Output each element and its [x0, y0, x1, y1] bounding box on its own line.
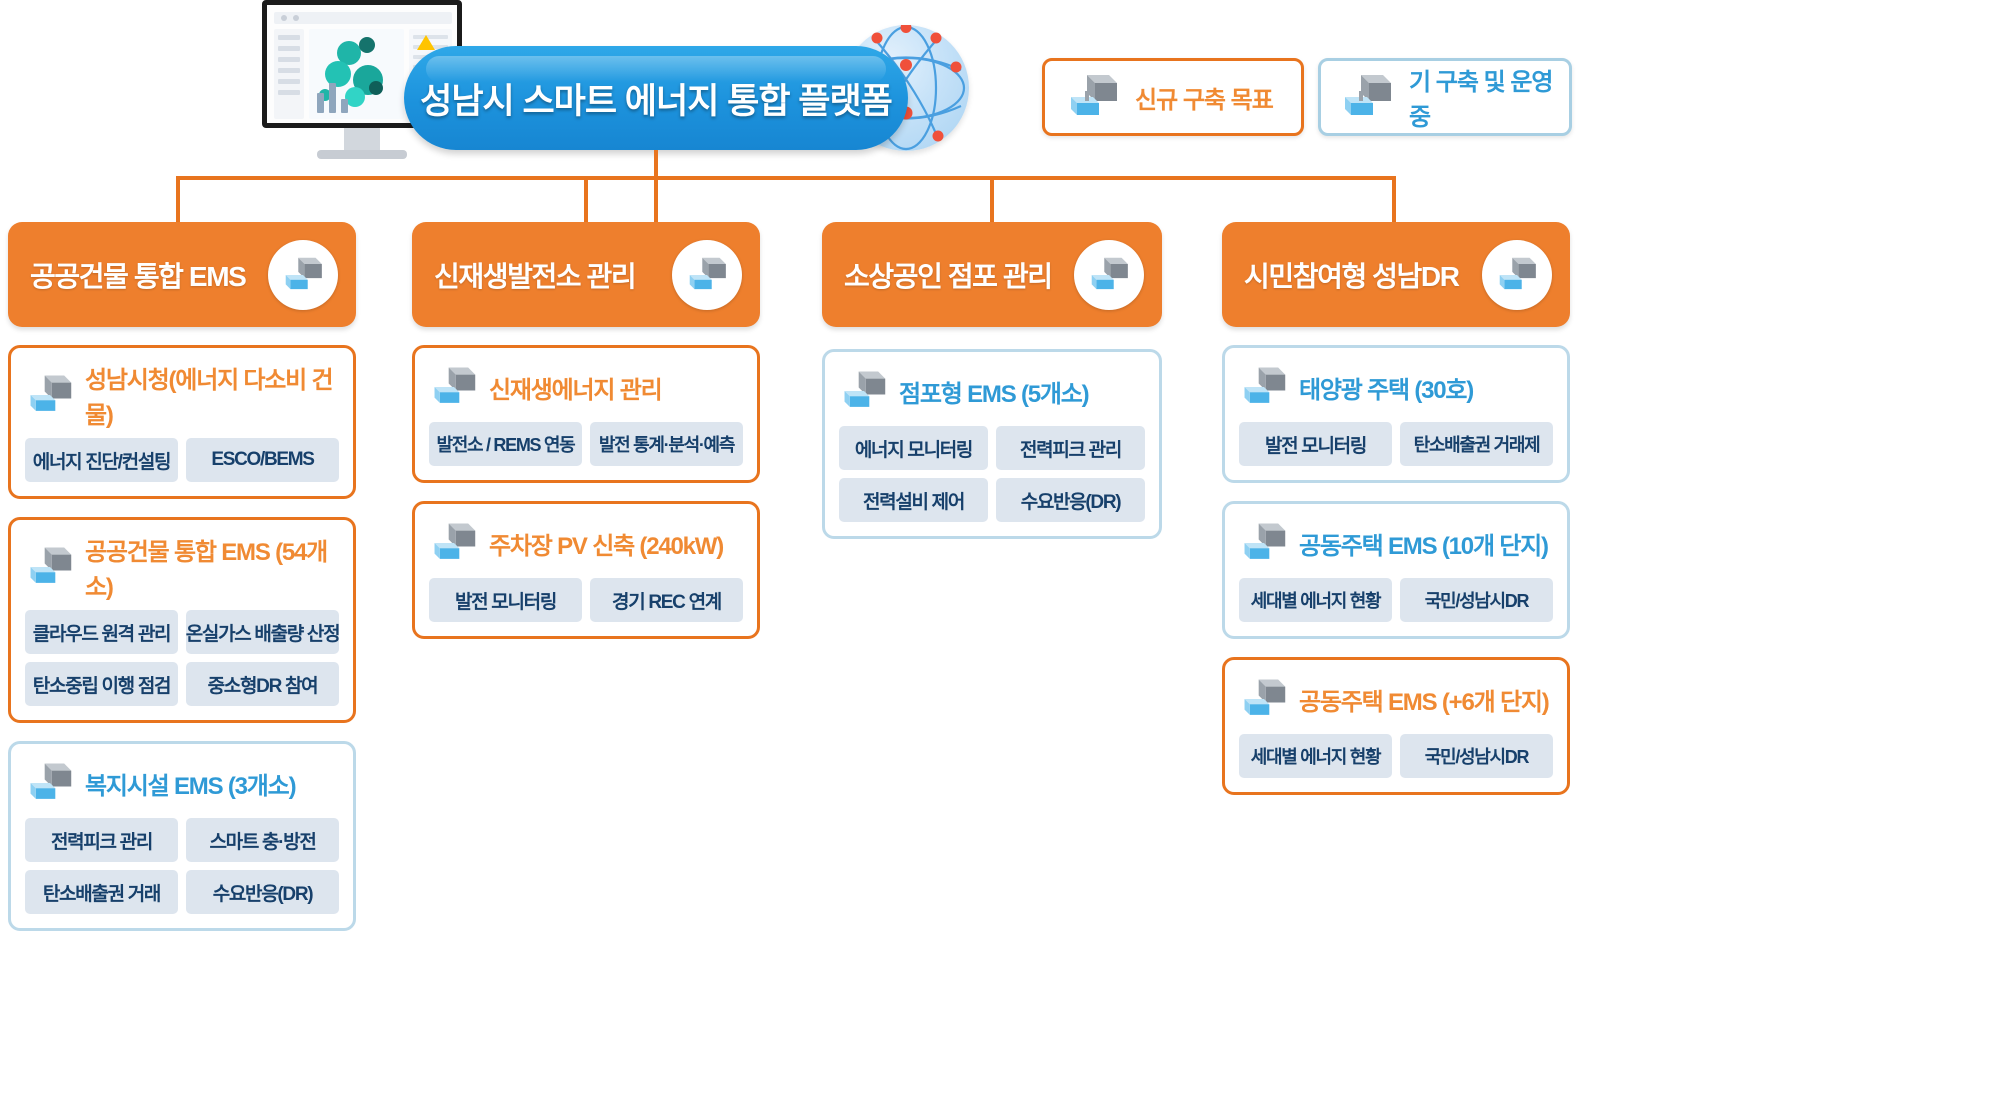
card-tag[interactable]: 탄소중립 이행 점검 [25, 662, 178, 706]
card-city-hall[interactable]: 성남시청(에너지 다소비 건물) 에너지 진단/컨설팅 ESCO/BEMS [8, 345, 356, 499]
card-tag[interactable]: 국민/성남시DR [1400, 578, 1553, 622]
column-small-business: 소상공인 점포 관리 점포형 EMS (5개소) 에너지 모니터링 전력피크 관… [822, 222, 1162, 539]
category-label: 공공건물 통합 EMS [30, 260, 247, 292]
card-store-ems[interactable]: 점포형 EMS (5개소) 에너지 모니터링 전력피크 관리 전력설비 제어 수… [822, 349, 1162, 539]
plug-icon [1239, 364, 1289, 410]
category-label: 시민참여형 성남DR [1244, 260, 1460, 292]
card-tag[interactable]: 세대별 에너지 현황 [1239, 734, 1392, 778]
plug-icon [1074, 239, 1144, 310]
plug-icon [25, 544, 75, 590]
card-tag[interactable]: 발전 모니터링 [1239, 422, 1392, 466]
plug-icon [1482, 239, 1552, 310]
category-header[interactable]: 신재생발전소 관리 [412, 222, 760, 327]
connector-bus [176, 176, 1396, 180]
legend-label: 신규 구축 목표 [1135, 86, 1274, 114]
card-tag[interactable]: 에너지 진단/컨설팅 [25, 438, 178, 482]
plug-icon [672, 239, 742, 310]
column-renewable-plants: 신재생발전소 관리 신재생에너지 관리 발전소 / REMS 연동 발전 통계·… [412, 222, 760, 639]
legend-item-new: 신규 구축 목표 [1042, 58, 1304, 136]
card-tag[interactable]: 에너지 모니터링 [839, 426, 988, 470]
category-header[interactable]: 소상공인 점포 관리 [822, 222, 1162, 327]
page-title: 성남시 스마트 에너지 통합 플랫폼 [420, 81, 893, 121]
column-citizen-dr: 시민참여형 성남DR 태양광 주택 (30호) 발전 모니터링 탄소배출권 거래… [1222, 222, 1570, 795]
card-tag[interactable]: 탄소배출권 거래제 [1400, 422, 1553, 466]
plug-icon [429, 520, 479, 566]
card-tag[interactable]: 전력피크 관리 [25, 818, 178, 862]
card-title: 성남시청(에너지 다소비 건물) [85, 367, 334, 429]
card-title: 복지시설 EMS (3개소) [85, 772, 297, 800]
plug-icon [839, 368, 889, 414]
card-tag[interactable]: 경기 REC 연계 [590, 578, 743, 622]
card-title: 주차장 PV 신축 (240kW) [489, 532, 724, 560]
category-header[interactable]: 시민참여형 성남DR [1222, 222, 1570, 327]
card-tag[interactable]: 세대별 에너지 현황 [1239, 578, 1392, 622]
plug-icon [1065, 71, 1121, 123]
legend-label: 기 구축 및 운영중 [1409, 69, 1553, 131]
card-title: 공동주택 EMS (10개 단지) [1299, 532, 1549, 560]
molecule-graphic [315, 35, 399, 113]
card-tag[interactable]: 국민/성남시DR [1400, 734, 1553, 778]
card-title: 태양광 주택 (30호) [1299, 376, 1474, 404]
connector-branch [584, 176, 588, 224]
card-renewable-energy-mgmt[interactable]: 신재생에너지 관리 발전소 / REMS 연동 발전 통계·분석·예측 [412, 345, 760, 483]
plug-icon [25, 372, 75, 418]
monitor-bar [329, 83, 336, 113]
column-public-buildings: 공공건물 통합 EMS 성남시청(에너지 다소비 건물) 에너지 진단/컨설팅 … [8, 222, 356, 931]
category-header[interactable]: 공공건물 통합 EMS [8, 222, 356, 327]
plug-icon [25, 760, 75, 806]
card-apartment-ems-10[interactable]: 공동주택 EMS (10개 단지) 세대별 에너지 현황 국민/성남시DR [1222, 501, 1570, 639]
desktop-monitor-icon [262, 0, 462, 165]
plug-icon [268, 239, 338, 310]
monitor-bar [317, 93, 324, 113]
card-tag[interactable]: 발전 통계·분석·예측 [590, 422, 743, 466]
card-tag[interactable]: 탄소배출권 거래 [25, 870, 178, 914]
card-tag[interactable]: ESCO/BEMS [186, 438, 339, 482]
card-tag[interactable]: 발전 모니터링 [429, 578, 582, 622]
platform-title-banner: 성남시 스마트 에너지 통합 플랫폼 [404, 46, 908, 150]
monitor-screen [262, 0, 462, 128]
card-welfare-facility-ems[interactable]: 복지시설 EMS (3개소) 전력피크 관리 스마트 충·방전 탄소배출권 거래… [8, 741, 356, 931]
monitor-topbar [274, 12, 452, 24]
card-tag[interactable]: 수요반응(DR) [186, 870, 339, 914]
plug-icon [1239, 676, 1289, 722]
category-label: 신재생발전소 관리 [434, 260, 637, 292]
card-tag[interactable]: 전력설비 제어 [839, 478, 988, 522]
monitor-sidebar [274, 29, 304, 119]
monitor-topbar-dot [281, 15, 287, 21]
card-solar-housing[interactable]: 태양광 주택 (30호) 발전 모니터링 탄소배출권 거래제 [1222, 345, 1570, 483]
monitor-topbar-dot [293, 15, 299, 21]
connector-branch [1392, 176, 1396, 224]
card-tag[interactable]: 온실가스 배출량 산정 [186, 610, 341, 654]
card-public-building-ems[interactable]: 공공건물 통합 EMS (54개소) 클라우드 원격 관리 온실가스 배출량 산… [8, 517, 356, 723]
monitor-main-panel [309, 29, 404, 119]
card-tag[interactable]: 수요반응(DR) [996, 478, 1145, 522]
category-label: 소상공인 점포 관리 [844, 260, 1053, 292]
connector-branch [990, 176, 994, 224]
card-tag[interactable]: 발전소 / REMS 연동 [429, 422, 582, 466]
card-tag[interactable]: 스마트 충·방전 [186, 818, 339, 862]
plug-icon [1339, 71, 1395, 123]
connector-branch [176, 176, 180, 224]
card-title: 공공건물 통합 EMS (54개소) [85, 539, 328, 601]
card-title: 점포형 EMS (5개소) [899, 380, 1090, 408]
connector-trunk [654, 150, 658, 224]
monitor-neck [344, 128, 380, 150]
card-tag[interactable]: 클라우드 원격 관리 [25, 610, 178, 654]
warning-triangle-icon [417, 35, 435, 50]
card-tag[interactable]: 전력피크 관리 [996, 426, 1145, 470]
plug-icon [429, 364, 479, 410]
card-tag[interactable]: 중소형DR 참여 [186, 662, 339, 706]
banner-gloss [426, 56, 886, 82]
card-title: 신재생에너지 관리 [489, 376, 663, 404]
monitor-bar [341, 99, 348, 113]
plug-icon [1239, 520, 1289, 566]
legend-item-existing: 기 구축 및 운영중 [1318, 58, 1572, 136]
monitor-base [317, 150, 407, 159]
card-title: 공동주택 EMS (+6개 단지) [1299, 688, 1550, 716]
card-parking-pv[interactable]: 주차장 PV 신축 (240kW) 발전 모니터링 경기 REC 연계 [412, 501, 760, 639]
card-apartment-ems-plus6[interactable]: 공동주택 EMS (+6개 단지) 세대별 에너지 현황 국민/성남시DR [1222, 657, 1570, 795]
